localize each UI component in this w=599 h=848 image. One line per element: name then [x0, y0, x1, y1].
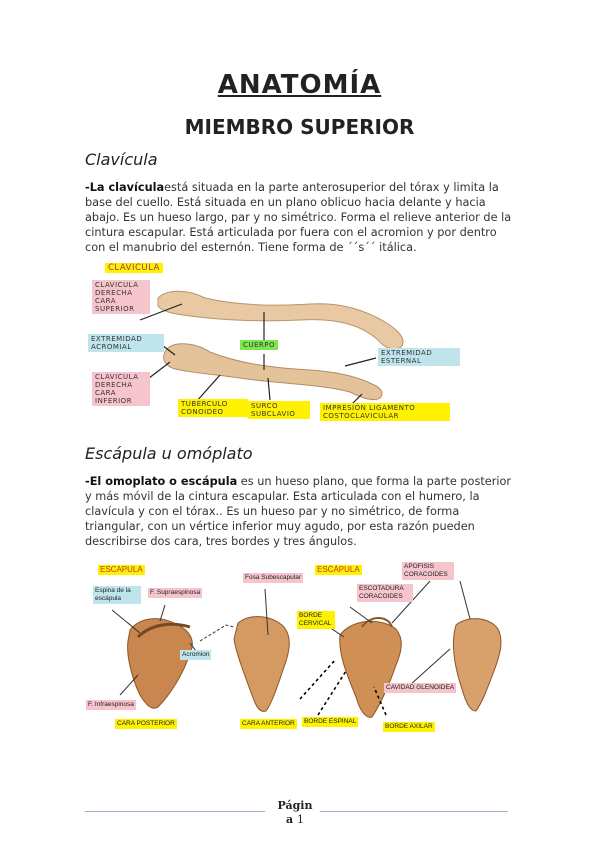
page-subtitle: MIEMBRO SUPERIOR: [184, 115, 415, 139]
page-label2: a: [286, 813, 294, 826]
label-extremidad-esternal: EXTREMIDAD ESTERNAL: [378, 348, 460, 366]
label-extremidad-acromial: EXTREMIDAD ACROMIAL: [88, 334, 164, 352]
clavicle-upper-bone: [157, 290, 404, 350]
escapula-lead: -El omoplato o escápula: [85, 475, 238, 488]
scapula-posterior: [127, 618, 193, 709]
page-number-line: a 1: [270, 813, 320, 827]
scapula-anterior: [233, 616, 290, 712]
escapula-figure: [111, 580, 502, 718]
label-acromion: Acromion: [180, 650, 212, 660]
clavicula-paragraph: -La clavículaestá situada en la parte an…: [85, 180, 515, 255]
escapula-text: es un hueso plano, que forma la parte po…: [85, 475, 512, 548]
label-espina: Espina de la escápula: [93, 586, 141, 604]
escapula-figure-title-left: ESCAPULA: [98, 565, 145, 575]
label-tuberculo-conoideo: TUBERCULO CONOIDEO: [178, 399, 248, 417]
scapula-lateral: [339, 620, 402, 718]
label-clavicula-inf: CLAVICULA DERECHA CARA INFERIOR: [92, 372, 150, 406]
clavicula-lead: -La clavícula: [85, 181, 165, 194]
label-cavidad-glenoidea: CAVIDAD GLENOIDEA: [384, 683, 457, 693]
page-title: ANATOMÍA: [217, 70, 382, 100]
footer-rule-right: [320, 811, 508, 812]
section-heading-escapula: Escápula u omóplato: [85, 444, 253, 463]
escapula-figure-title-right: ESCÁPULA: [315, 565, 362, 575]
label-borde-cervical: BORDE CERVICAL: [297, 611, 335, 629]
clavicula-text: está situada en la parte anterosuperior …: [85, 181, 512, 254]
label-cara-posterior: CARA POSTERIOR: [115, 719, 177, 729]
clavicula-figure: [139, 290, 404, 405]
label-apofisis: APOFISIS CORACOIDES: [402, 562, 454, 580]
label-escotadura: ESCOTADURA CORACOIDES: [357, 584, 413, 602]
page-number-value: 1: [296, 813, 304, 826]
label-fosa-subescapular: Fosa Subescapular: [243, 573, 304, 583]
page-number: Págin a 1: [270, 799, 320, 827]
scapula-side: [453, 618, 502, 712]
label-impresion: IMPRESIÓN LIGAMENTO COSTOCLAVICULAR: [320, 403, 450, 421]
label-surco-subclavio: SURCO SUBCLAVIO: [248, 401, 310, 419]
label-infraespinosa: F. Infraespinosa: [86, 700, 136, 710]
footer-rule-left: [85, 811, 265, 812]
label-cara-anterior: CARA ANTERIOR: [240, 719, 297, 729]
page-label: Págin: [277, 799, 313, 812]
label-clavicula-sup: CLAVICULA DERECHA CARA SUPERIOR: [92, 280, 150, 314]
label-supraespinosa: F. Supraespinosa: [148, 588, 203, 598]
label-cuerpo: CUERPO: [240, 340, 279, 350]
clavicula-figure-title: CLAVICULA: [105, 263, 163, 273]
label-borde-axilar: BORDE AXILAR: [383, 722, 435, 732]
section-heading-clavicula: Clavícula: [85, 150, 158, 169]
escapula-paragraph: -El omoplato o escápula es un hueso plan…: [85, 474, 515, 549]
label-borde-espinal: BORDE ESPINAL: [302, 717, 359, 727]
clavicle-lower-bone: [163, 343, 383, 401]
